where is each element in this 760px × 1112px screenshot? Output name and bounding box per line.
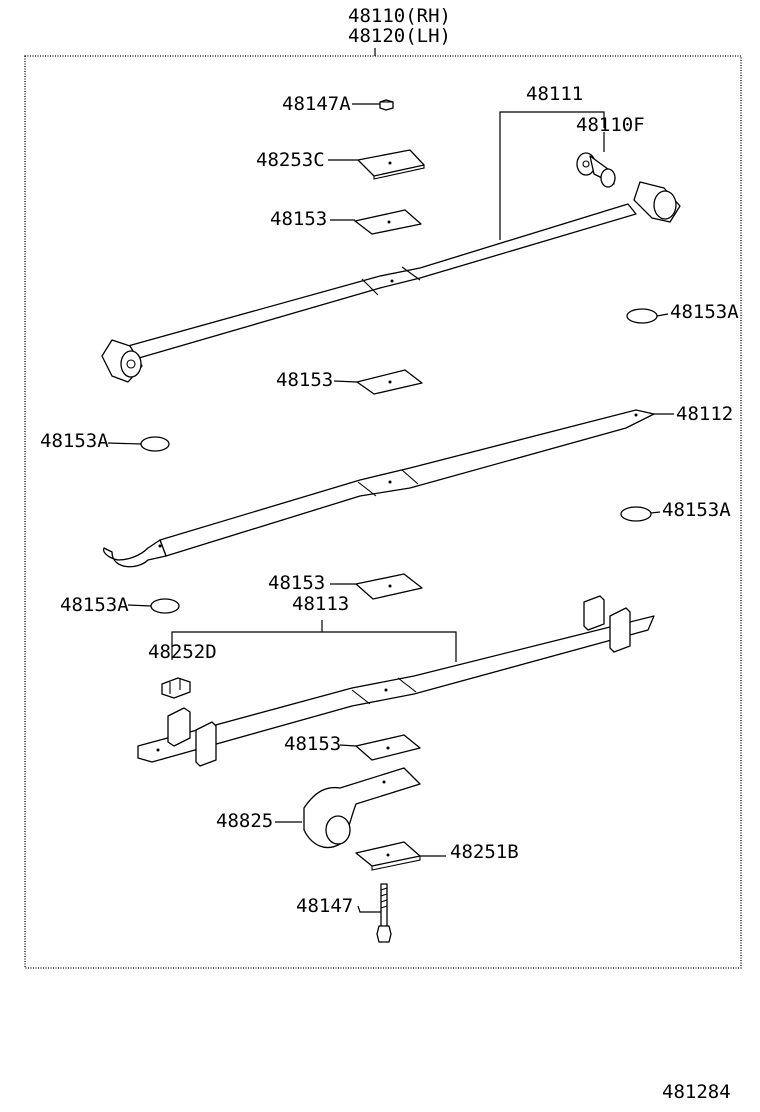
leader-48113 xyxy=(171,631,457,662)
leader-48153a-left-lower xyxy=(127,604,152,607)
third-leaf-48113[interactable] xyxy=(137,595,655,767)
assembly-number-rh: 48110(RH) xyxy=(348,5,451,27)
bracket-48825[interactable] xyxy=(303,767,421,849)
disc-48153a-left-lower[interactable] xyxy=(150,598,180,614)
label-48153-upper: 48153 xyxy=(270,208,327,230)
bushing-48110f[interactable] xyxy=(576,152,616,188)
label-48153-middle: 48153 xyxy=(276,369,333,391)
nut-48147a[interactable] xyxy=(379,99,394,111)
assembly-frame xyxy=(24,55,742,969)
label-48147: 48147 xyxy=(296,895,353,917)
label-48153a-right-lower: 48153A xyxy=(662,499,731,521)
plate-48251b[interactable] xyxy=(355,841,421,871)
bolt-48147[interactable] xyxy=(376,883,392,943)
pad-48153-lower[interactable] xyxy=(355,573,423,600)
label-48111: 48111 xyxy=(526,83,583,105)
leader-48153a-right-upper xyxy=(656,313,669,317)
leader-48111 xyxy=(499,111,605,240)
leader-48153-bottom xyxy=(339,744,357,747)
diagram-id: 481284 xyxy=(662,1081,731,1103)
label-48253c: 48253C xyxy=(256,149,325,171)
plate-48253c[interactable] xyxy=(357,149,425,180)
label-48825: 48825 xyxy=(216,810,273,832)
disc-48153a-left-upper[interactable] xyxy=(140,436,170,452)
clip-48252d[interactable] xyxy=(161,677,191,699)
leader-48147 xyxy=(357,905,381,913)
disc-48153a-right-lower[interactable] xyxy=(620,506,652,522)
disc-48153a-right-upper[interactable] xyxy=(626,308,658,324)
label-48147a: 48147A xyxy=(282,93,351,115)
leader-48153a-left-upper xyxy=(107,442,142,445)
assembly-number-lh: 48120(LH) xyxy=(348,25,451,47)
leader-48153-middle xyxy=(333,380,358,383)
label-48113: 48113 xyxy=(292,593,349,615)
pad-48153-upper[interactable] xyxy=(354,209,422,235)
pad-48153-middle[interactable] xyxy=(356,369,423,395)
label-48112: 48112 xyxy=(676,403,733,425)
second-leaf-48112[interactable] xyxy=(102,409,655,568)
label-48153a-right-upper: 48153A xyxy=(670,301,739,323)
label-48153-bottom: 48153 xyxy=(284,733,341,755)
label-48252d: 48252D xyxy=(148,641,217,663)
label-48153a-left-lower: 48153A xyxy=(60,594,129,616)
label-48251b: 48251B xyxy=(450,841,519,863)
leader-48153a-right-lower xyxy=(650,511,661,514)
label-48110f: 48110F xyxy=(576,114,645,136)
main-leaf-48111[interactable] xyxy=(101,181,681,383)
label-48153-lower: 48153 xyxy=(268,572,325,594)
pad-48153-bottom[interactable] xyxy=(355,734,421,761)
label-48153a-left-upper: 48153A xyxy=(40,430,109,452)
